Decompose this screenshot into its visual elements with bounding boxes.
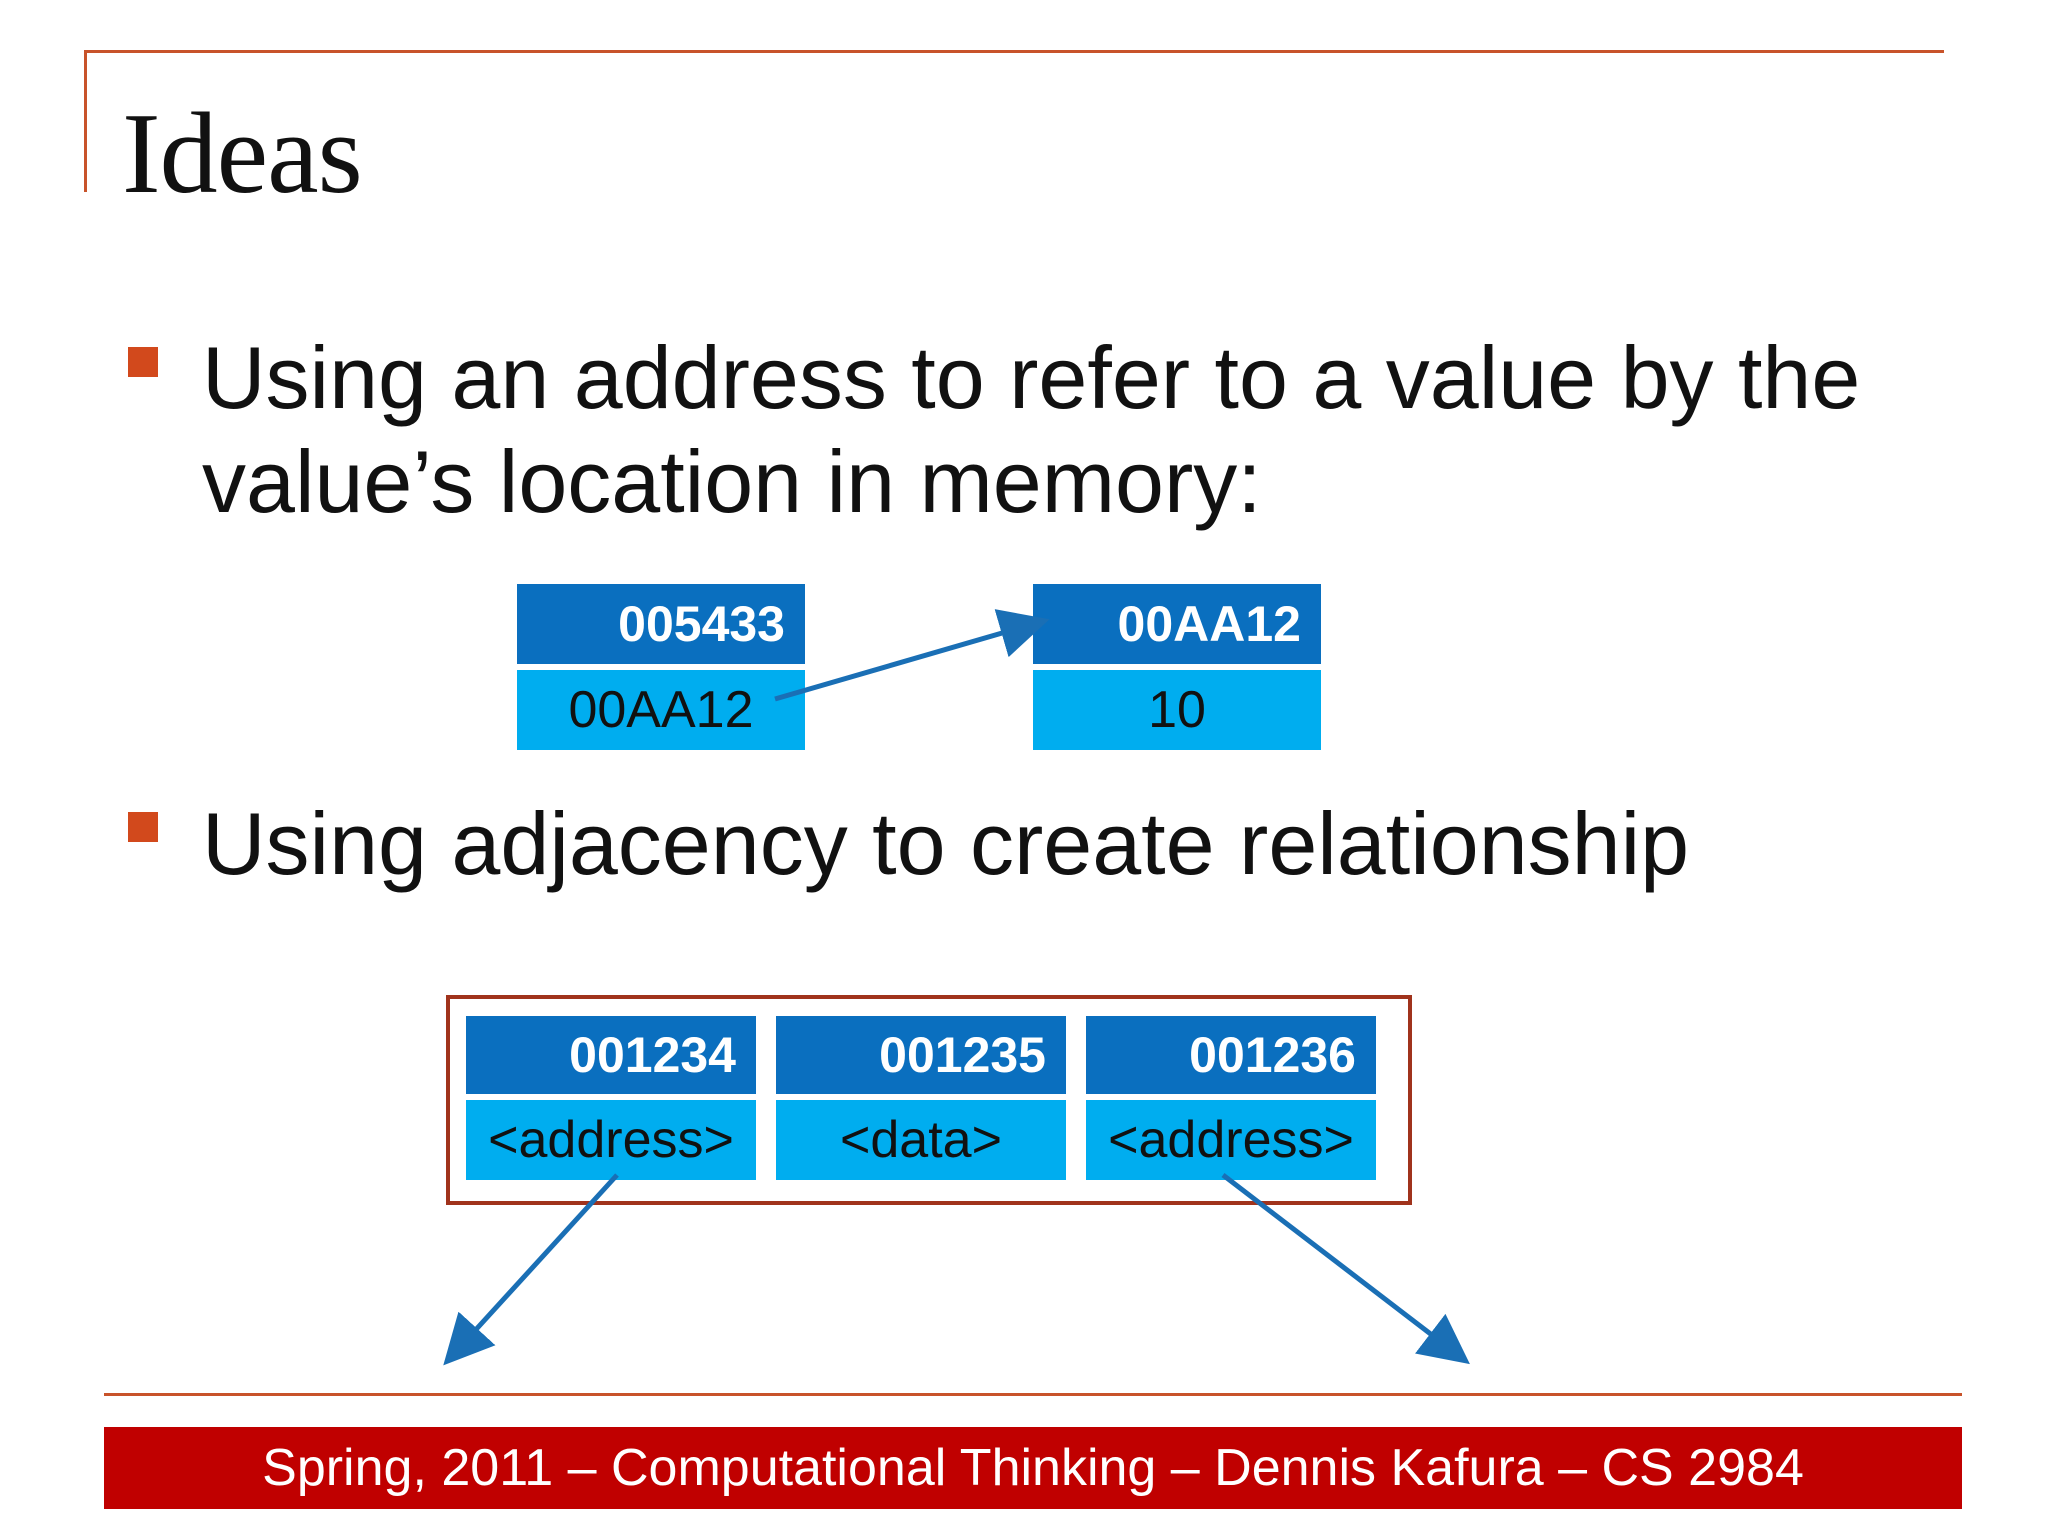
bullet-square-icon <box>128 347 158 377</box>
footer-bar: Spring, 2011 – Computational Thinking – … <box>104 1427 1962 1509</box>
adjacent-memory-group <box>446 995 1412 1205</box>
footer-text: Spring, 2011 – Computational Thinking – … <box>262 1439 1804 1497</box>
memory-cell-address: 001236 <box>1086 1016 1376 1094</box>
memory-cell-address: 00AA12 <box>1033 584 1321 664</box>
bullet-square-icon <box>128 812 158 842</box>
footer-divider <box>104 1393 1962 1396</box>
memory-cell-value: <address> <box>1086 1100 1376 1180</box>
memory-cell-value: <data> <box>776 1100 1066 1180</box>
bullet-2-line-1: Using adjacency to create relationship <box>202 794 1690 893</box>
pointer-arrow <box>774 609 1050 702</box>
bullet-1-line-2: value’s location in memory: <box>202 432 1262 531</box>
memory-cell-value: 10 <box>1033 670 1321 750</box>
pointer-arrow <box>1221 1173 1470 1365</box>
memory-cell-address: 001234 <box>466 1016 756 1094</box>
memory-cell-value: <address> <box>466 1100 756 1180</box>
slide-title: Ideas <box>122 90 363 218</box>
memory-cell-value: 00AA12 <box>517 670 805 750</box>
memory-cell-address: 001235 <box>776 1016 1066 1094</box>
pointer-arrow <box>443 1173 619 1366</box>
frame-left-line <box>84 50 87 192</box>
memory-cell-address: 005433 <box>517 584 805 664</box>
bullet-1-line-1: Using an address to refer to a value by … <box>202 328 1861 427</box>
frame-top-line <box>84 50 1944 53</box>
